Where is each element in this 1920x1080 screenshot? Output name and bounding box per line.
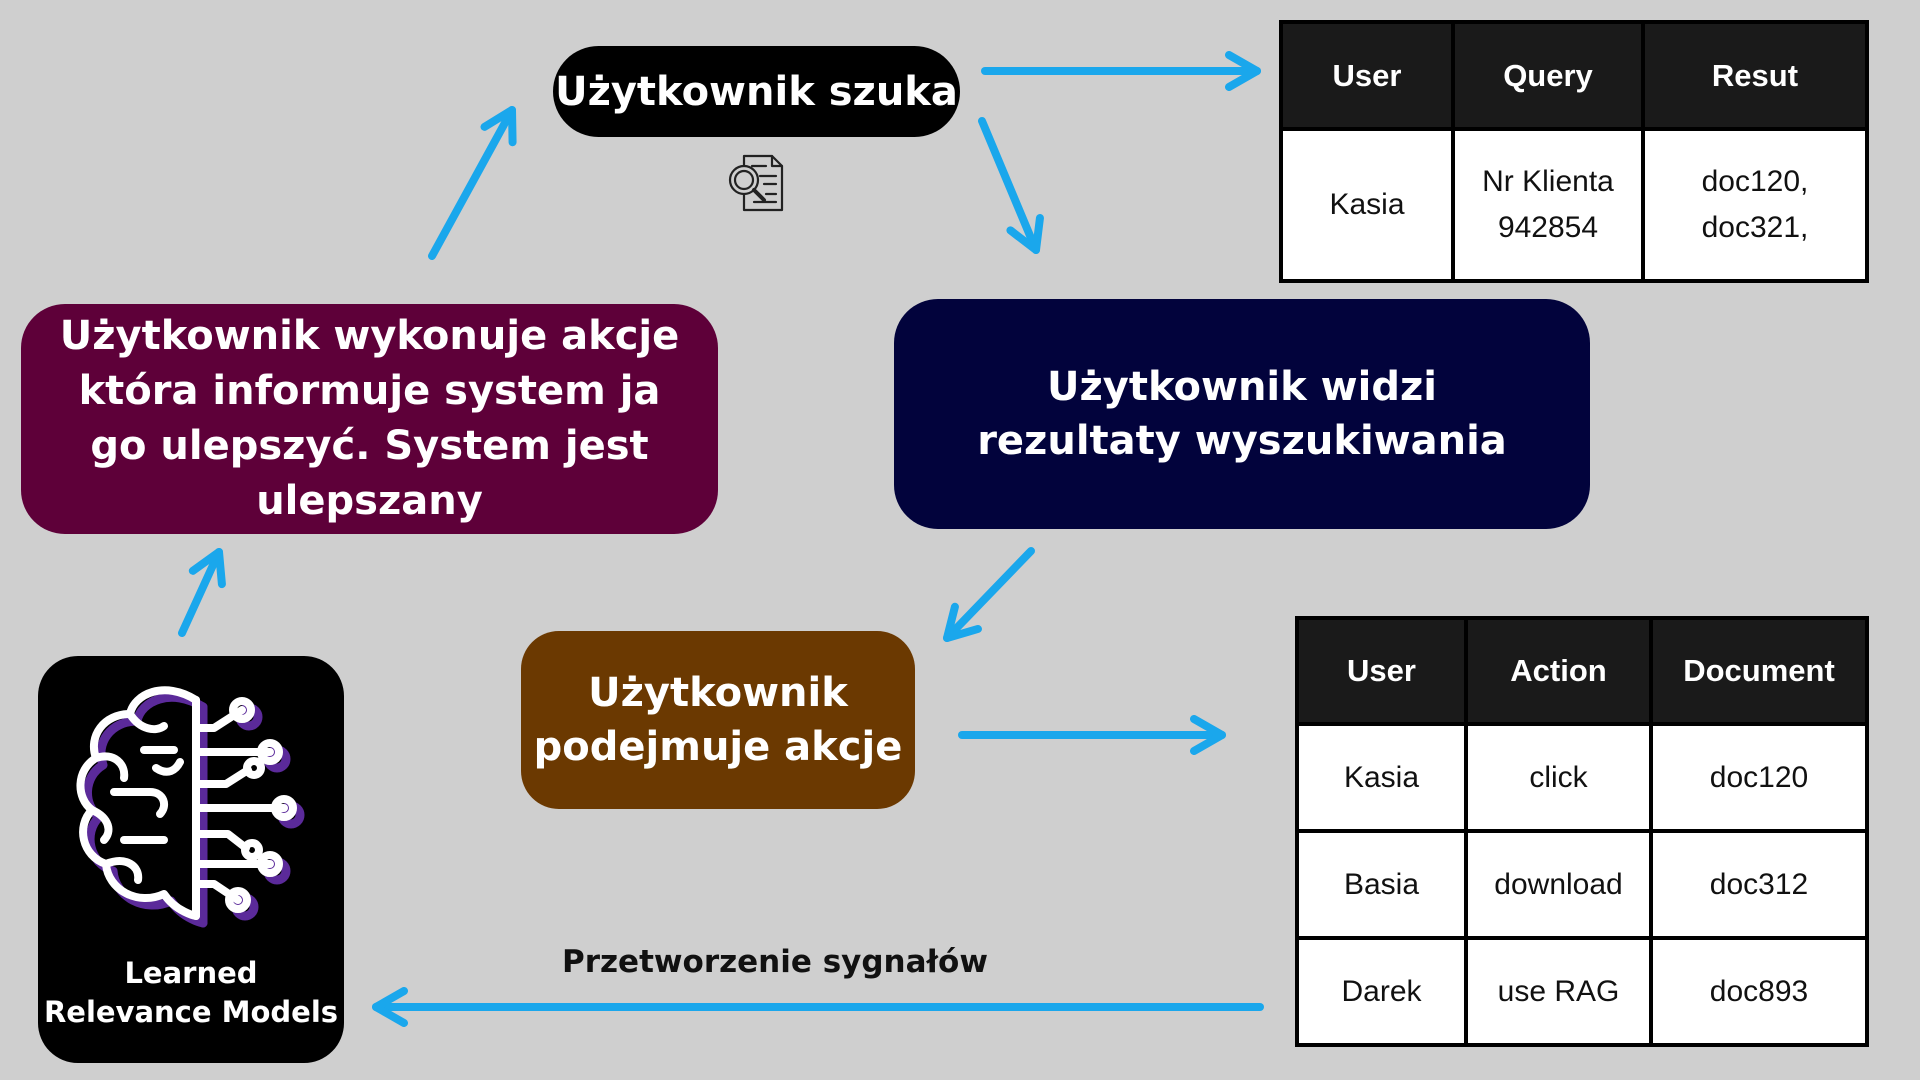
cell-document: doc312: [1649, 829, 1869, 940]
column-header-user: User: [1295, 616, 1468, 726]
learned-relevance-models-label: Learned Relevance Models: [38, 954, 344, 1032]
node-user-searches-label: Użytkownik szuka: [555, 68, 958, 115]
table-row: Basia download doc312: [1295, 829, 1869, 940]
cell-document: doc893: [1649, 936, 1869, 1047]
table-header-row: User Query Resut: [1279, 20, 1869, 131]
arrow-model-to-improve: [178, 548, 226, 637]
model-label-line-1: Learned: [124, 956, 258, 990]
cell-document: doc120: [1649, 722, 1869, 833]
column-header-action: Action: [1464, 616, 1653, 726]
cell-result-line-2: doc321,: [1701, 211, 1809, 244]
table-row: Darek use RAG doc893: [1295, 936, 1869, 1047]
learned-relevance-models-card: Learned Relevance Models: [38, 656, 344, 1063]
cell-user: Kasia: [1295, 722, 1468, 833]
node-system-improved-label: Użytkownik wykonuje akcje która informuj…: [59, 313, 680, 524]
node-user-takes-action-label: Użytkownik podejmuje akcje: [533, 670, 903, 770]
arrow-improve-to-search: [428, 106, 517, 260]
column-header-query: Query: [1451, 20, 1645, 131]
cell-result: doc120, doc321,: [1641, 127, 1869, 283]
cell-user: Basia: [1295, 829, 1468, 940]
search-log-table: User Query Resut Kasia Nr Klienta 942854…: [1279, 20, 1869, 283]
cell-user: Darek: [1295, 936, 1468, 1047]
model-label-line-2: Relevance Models: [43, 995, 339, 1029]
column-header-document: Document: [1649, 616, 1869, 726]
cell-action: download: [1464, 829, 1653, 940]
cell-action: use RAG: [1464, 936, 1653, 1047]
cell-action: click: [1464, 722, 1653, 833]
cell-query: Nr Klienta 942854: [1451, 127, 1645, 283]
table-row: Kasia Nr Klienta 942854 doc120, doc321,: [1279, 127, 1869, 283]
node-user-takes-action: Użytkownik podejmuje akcje: [521, 631, 915, 809]
table-header-row: User Action Document: [1295, 616, 1869, 726]
arrow-results-to-action: [943, 547, 1035, 642]
column-header-user: User: [1279, 20, 1455, 131]
brain-circuit-icon: [76, 686, 305, 928]
arrow-search-to-results: [978, 117, 1044, 254]
cell-query-line-1: Nr Klienta: [1482, 165, 1614, 198]
cell-query-line-2: 942854: [1497, 211, 1599, 244]
column-header-result: Resut: [1641, 20, 1869, 131]
action-log-table: User Action Document Kasia click doc120 …: [1295, 616, 1869, 1047]
document-search-icon: [728, 154, 784, 212]
cell-result-line-1: doc120,: [1701, 165, 1809, 198]
node-system-improved: Użytkownik wykonuje akcje która informuj…: [21, 304, 718, 534]
node-user-searches: Użytkownik szuka: [553, 46, 960, 137]
table-row: Kasia click doc120: [1295, 722, 1869, 833]
node-user-sees-results-label: Użytkownik widzi rezultaty wyszukiwania: [977, 364, 1507, 464]
cell-user: Kasia: [1279, 127, 1455, 283]
node-user-sees-results: Użytkownik widzi rezultaty wyszukiwania: [894, 299, 1590, 529]
signal-processing-label: Przetworzenie sygnałów: [562, 944, 988, 980]
